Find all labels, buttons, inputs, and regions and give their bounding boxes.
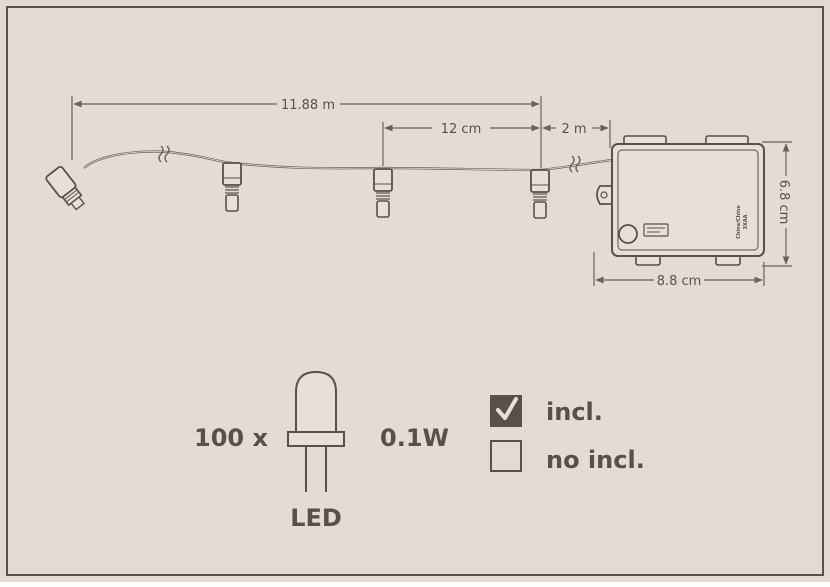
battery-box-label-line1: Chine/Chine xyxy=(736,205,742,239)
cable-break-mark xyxy=(158,145,170,163)
legend-not-included: no incl. xyxy=(490,440,645,474)
dimension-led-spacing: 12 cm xyxy=(382,122,540,166)
led-bulb xyxy=(530,169,550,219)
dimension-total-length: 11.88 m xyxy=(71,96,542,168)
legend-included: incl. xyxy=(490,395,603,427)
dimension-lead-cable: 2 m xyxy=(542,120,611,148)
led-bulb xyxy=(222,162,242,212)
included-label: incl. xyxy=(546,398,603,426)
led-count-label: 100 x xyxy=(194,424,268,452)
box-width-label: 8.8 cm xyxy=(657,274,702,289)
led-label: LED xyxy=(290,504,342,532)
battery-box-label-line2: 3XAA xyxy=(743,214,749,229)
led-bulb xyxy=(373,168,393,218)
end-plug-connector xyxy=(45,165,85,211)
led-icon xyxy=(287,370,345,492)
lead-cable-label: 2 m xyxy=(561,122,586,137)
total-length-label: 11.88 m xyxy=(281,98,335,113)
power-switch-icon xyxy=(618,224,638,244)
power-label: 0.1W xyxy=(380,424,449,452)
frame-border xyxy=(6,6,824,576)
dimension-box-height: 6.8 cm xyxy=(762,141,792,267)
cable-break-mark xyxy=(569,155,581,173)
not-included-label: no incl. xyxy=(546,446,645,474)
box-height-label: 6.8 cm xyxy=(776,180,791,225)
empty-checkbox-icon xyxy=(490,440,522,472)
led-spacing-label: 12 cm xyxy=(441,122,482,137)
battery-box: Chine/Chine 3XAA xyxy=(596,135,765,266)
